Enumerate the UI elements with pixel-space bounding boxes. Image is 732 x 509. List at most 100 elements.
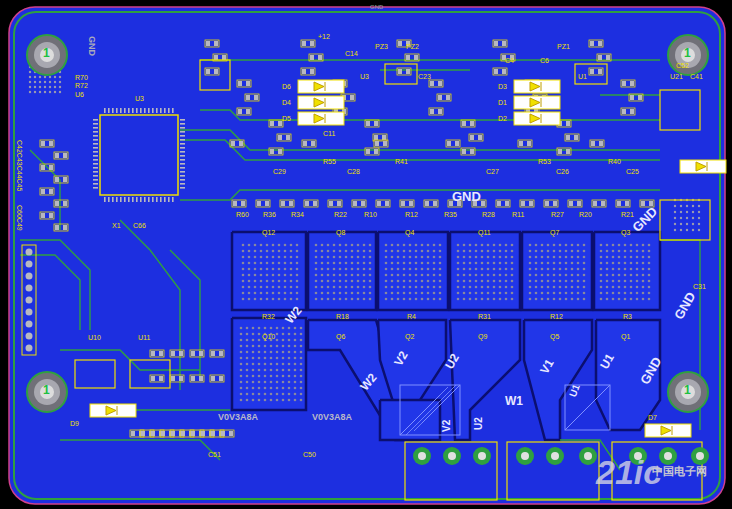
- via: [487, 298, 490, 301]
- via: [294, 327, 297, 330]
- smd-part: [54, 200, 68, 207]
- via: [547, 280, 550, 283]
- via: [248, 280, 251, 283]
- diode-mark: [314, 98, 325, 107]
- hatch-line: [576, 385, 610, 419]
- via: [505, 268, 508, 271]
- via: [351, 268, 354, 271]
- via: [427, 292, 430, 295]
- pin-hole: [664, 452, 672, 460]
- via: [674, 223, 676, 225]
- via: [254, 268, 257, 271]
- via: [403, 250, 406, 253]
- smd-part: [130, 430, 144, 437]
- via: [321, 286, 324, 289]
- part-outline: [469, 134, 483, 141]
- mcu-pin: [180, 135, 185, 137]
- silkscreen-label: C27: [486, 168, 499, 175]
- via: [630, 292, 633, 295]
- via: [481, 268, 484, 271]
- part-pad: [462, 149, 466, 154]
- silkscreen-label: Q6: [336, 333, 345, 340]
- part-pad: [289, 201, 293, 206]
- via: [315, 286, 318, 289]
- mcu-pin: [93, 139, 98, 141]
- via: [294, 351, 297, 354]
- via: [686, 205, 688, 207]
- via: [624, 280, 627, 283]
- copper-pour: [378, 320, 446, 440]
- smd-part: [160, 430, 174, 437]
- via: [385, 244, 388, 247]
- part-pad: [151, 431, 155, 436]
- mcu-pin: [116, 108, 118, 113]
- via: [433, 286, 436, 289]
- via: [272, 286, 275, 289]
- mcu-pin: [93, 171, 98, 173]
- via: [559, 274, 562, 277]
- pin-ring: [473, 447, 491, 465]
- via: [240, 369, 243, 372]
- hatch-line: [430, 385, 460, 415]
- smd-part: [544, 200, 558, 207]
- via: [529, 268, 532, 271]
- smd-part: [40, 212, 54, 219]
- via: [630, 274, 633, 277]
- silkscreen-label: GND: [452, 190, 481, 203]
- smd-part: [437, 94, 451, 101]
- via: [415, 256, 418, 259]
- via: [415, 250, 418, 253]
- via: [276, 387, 279, 390]
- via: [499, 262, 502, 265]
- part-pad: [606, 55, 610, 60]
- mcu-pin: [148, 197, 150, 202]
- via: [529, 274, 532, 277]
- part-outline: [496, 200, 510, 207]
- silkscreen-label: R20: [579, 211, 592, 218]
- part-pad: [329, 201, 333, 206]
- silkscreen-label: C28: [347, 168, 360, 175]
- via: [242, 268, 245, 271]
- part-outline: [269, 120, 283, 127]
- via: [327, 280, 330, 283]
- via: [49, 86, 51, 88]
- part-pad: [350, 95, 354, 100]
- via: [427, 274, 430, 277]
- via: [553, 280, 556, 283]
- via: [469, 298, 472, 301]
- part-pad: [151, 351, 155, 356]
- silkscreen-label: D1: [498, 99, 507, 106]
- via: [248, 292, 251, 295]
- via: [284, 244, 287, 247]
- via: [339, 250, 342, 253]
- part-pad: [241, 201, 245, 206]
- via: [258, 381, 261, 384]
- part-pad: [438, 81, 442, 86]
- via: [363, 262, 366, 265]
- silkscreen-label: C41: [690, 73, 703, 80]
- part-pad: [55, 177, 59, 182]
- part-pad: [527, 141, 531, 146]
- via: [385, 262, 388, 265]
- part-pad: [447, 141, 451, 146]
- silkscreen-label: R21: [621, 211, 634, 218]
- via: [260, 256, 263, 259]
- part-pad: [191, 431, 195, 436]
- copper-pour: [380, 400, 440, 440]
- smd-part: [170, 430, 184, 437]
- via: [278, 262, 281, 265]
- via: [439, 298, 442, 301]
- via: [511, 274, 514, 277]
- via: [333, 280, 336, 283]
- via: [505, 298, 508, 301]
- part-outline: [40, 140, 54, 147]
- part-outline: [376, 200, 390, 207]
- copper-trace: [20, 240, 90, 330]
- via: [339, 280, 342, 283]
- smd-part: [230, 140, 244, 147]
- smd-part: [352, 200, 366, 207]
- via: [421, 274, 424, 277]
- via: [252, 327, 255, 330]
- via: [403, 298, 406, 301]
- via: [565, 274, 568, 277]
